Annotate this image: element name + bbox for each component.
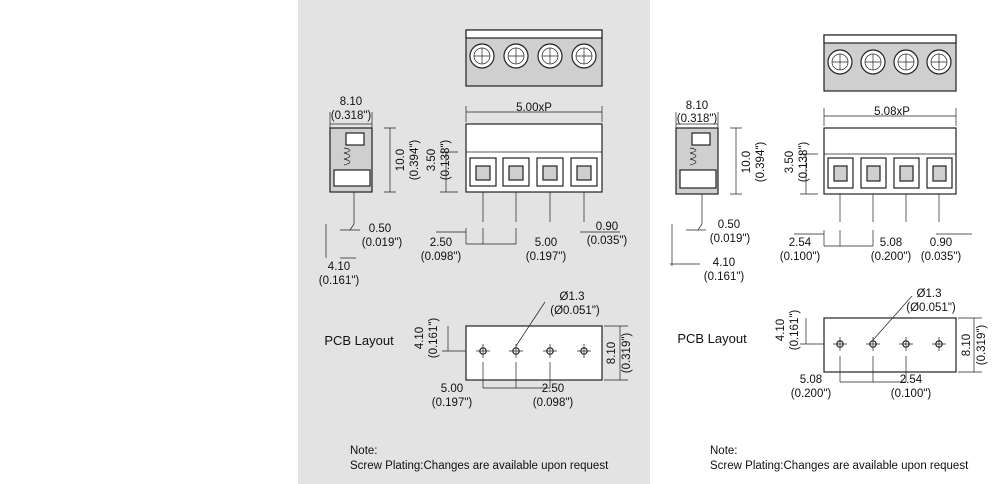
left-top-view — [465, 29, 603, 87]
right-pin-length-mm: 4.10 — [713, 257, 735, 269]
right-pin-width-in: (0.019") — [710, 233, 751, 245]
right-pcb-h1-in: (0.161") — [789, 310, 801, 351]
right-screw-heads — [827, 49, 952, 75]
right-top-view — [823, 34, 957, 92]
left-pcb-offset-mm: 2.50 — [542, 383, 564, 395]
right-side-view — [675, 127, 719, 231]
left-top-width-label: 5.00xP — [516, 102, 552, 114]
left-pitch-mm: 5.00 — [535, 237, 557, 249]
right-pcb-offset-in: (0.100") — [891, 388, 932, 400]
left-pin-square-in: (0.035") — [587, 235, 628, 247]
right-pin-width-mm: 0.50 — [718, 219, 740, 231]
left-screw-heads — [469, 43, 597, 69]
right-pcb-pitch-in: (0.200") — [791, 388, 832, 400]
right-top-width-label: 5.08xP — [874, 106, 910, 118]
left-pcb-pitch-in: (0.197") — [432, 397, 473, 409]
left-side-width-mm: 8.10 — [340, 96, 362, 108]
left-labels: 5.00xP 8.10 (0.318") 10.0 (0.394") 3.50 … — [319, 96, 633, 472]
left-note-title: Note: — [350, 445, 378, 457]
right-height-mm: 10.0 — [741, 151, 753, 173]
left-height-mm: 10.0 — [395, 149, 407, 171]
right-pitch-in: (0.200") — [871, 251, 912, 263]
left-pcb-h2-in: (0.319") — [621, 333, 633, 374]
left-pin-width-in: (0.019") — [362, 237, 403, 249]
right-pcb-h1-mm: 4.10 — [775, 319, 787, 341]
left-side-view — [329, 127, 373, 231]
right-shoulder-mm: 3.50 — [784, 151, 796, 173]
left-pcb-pitch-mm: 5.00 — [441, 383, 463, 395]
right-pin-square-mm: 0.90 — [930, 237, 952, 249]
right-hole-diameter-mm: Ø1.3 — [917, 288, 942, 300]
left-pcb-layout-label: PCB Layout — [324, 333, 394, 348]
left-shoulder-mm: 3.50 — [426, 149, 438, 171]
left-note-text: Screw Plating:Changes are available upon… — [350, 460, 609, 472]
right-dimension-lines — [670, 108, 972, 266]
right-height-in: (0.394") — [755, 142, 767, 183]
right-pcb-pitch-mm: 5.08 — [800, 374, 822, 386]
left-pcb-h2-mm: 8.10 — [606, 342, 618, 364]
left-pin-length-in: (0.161") — [319, 275, 360, 287]
left-shoulder-in: (0.138") — [440, 140, 452, 181]
left-side-width-in: (0.318") — [331, 110, 372, 122]
right-pcb-h2-in: (0.319") — [976, 325, 988, 366]
left-pcb-h1-mm: 4.10 — [414, 327, 426, 349]
left-pcb-layout — [442, 301, 628, 389]
left-pin-width-mm: 0.50 — [369, 223, 391, 235]
right-side-width-in: (0.318") — [677, 113, 718, 125]
right-pcb-layout — [800, 295, 982, 383]
right-drawing — [670, 34, 982, 383]
left-pcb-h1-in: (0.161") — [428, 318, 440, 359]
right-pcb-h2-mm: 8.10 — [961, 334, 973, 356]
left-drawing — [325, 29, 628, 389]
right-pin-square-in: (0.035") — [921, 251, 962, 263]
left-offset-mm: 2.50 — [430, 237, 452, 249]
left-pitch-in: (0.197") — [526, 251, 567, 263]
left-hole-diameter-mm: Ø1.3 — [560, 291, 585, 303]
left-pcb-offset-in: (0.098") — [533, 397, 574, 409]
left-front-view — [465, 123, 603, 222]
right-pitch-mm: 5.08 — [880, 237, 902, 249]
right-shoulder-in: (0.138") — [798, 142, 810, 183]
left-dimension-lines — [325, 106, 620, 259]
right-pcb-offset-mm: 2.54 — [900, 374, 923, 386]
right-pin-length-in: (0.161") — [704, 271, 745, 283]
right-hole-diameter-in: (Ø0.051") — [906, 302, 956, 314]
right-pcb-layout-label: PCB Layout — [677, 331, 747, 346]
left-height-in: (0.394") — [409, 140, 421, 181]
right-offset-in: (0.100") — [780, 251, 821, 263]
right-labels: 5.08xP 8.10 (0.318") 10.0 (0.394") 3.50 … — [677, 100, 988, 472]
right-side-width-mm: 8.10 — [686, 100, 708, 112]
left-pin-length-mm: 4.10 — [328, 261, 350, 273]
right-front-view — [823, 127, 957, 222]
left-hole-diameter-in: (Ø0.051") — [550, 305, 600, 317]
left-offset-in: (0.098") — [421, 251, 462, 263]
right-note-title: Note: — [710, 445, 738, 457]
left-pin-square-mm: 0.90 — [596, 221, 618, 233]
right-note-text: Screw Plating:Changes are available upon… — [710, 460, 969, 472]
right-offset-mm: 2.54 — [789, 237, 812, 249]
